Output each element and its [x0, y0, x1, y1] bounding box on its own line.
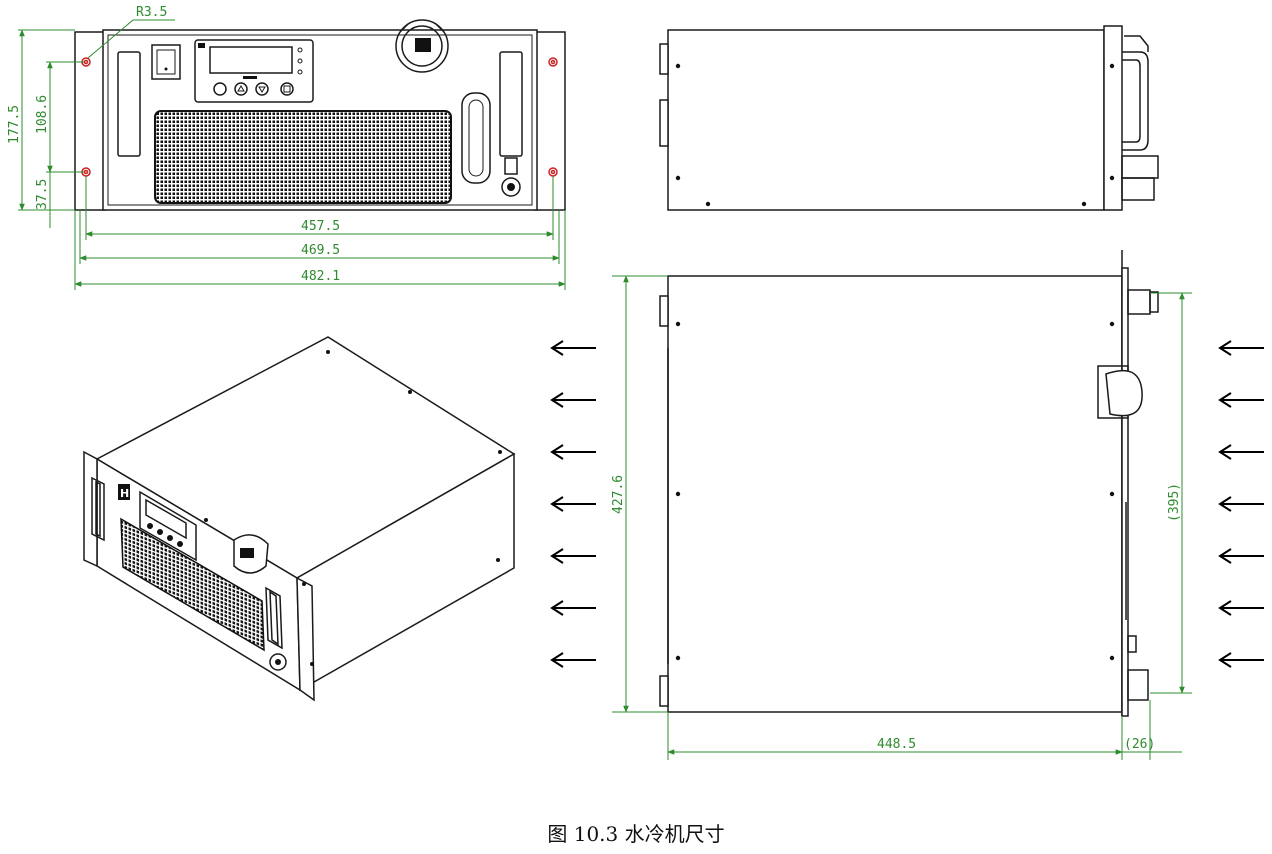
height-label: 177.5 — [7, 105, 22, 144]
controller-panel — [194, 39, 314, 103]
controller-buttons — [213, 82, 294, 96]
airflow-arrow — [550, 392, 596, 408]
airflow-arrow — [550, 548, 596, 564]
depth-label: 427.6 — [611, 475, 626, 514]
radius-label: R3.5 — [136, 5, 167, 20]
handle-slot-left — [117, 51, 141, 157]
width-inner-label: 457.5 — [301, 219, 340, 234]
airflow-arrow — [1218, 652, 1264, 668]
rack-ear-left — [74, 31, 106, 211]
airflow-arrow — [1218, 496, 1264, 512]
figure-caption: 图 10.3 水冷机尺寸 — [547, 822, 725, 846]
handle-slot-right — [499, 51, 523, 157]
isometric-view: H — [83, 336, 516, 702]
lcd-display — [209, 46, 293, 74]
top-view — [659, 250, 1159, 717]
ventilation-grille — [154, 110, 452, 204]
airflow-arrow — [1218, 444, 1264, 460]
drain-valve — [501, 157, 521, 197]
front-view — [74, 19, 566, 211]
iso-grille — [120, 517, 265, 652]
airflow-arrow — [1218, 392, 1264, 408]
airflow-arrow — [550, 444, 596, 460]
inner-span-label: (395) — [1167, 483, 1182, 522]
airflow-arrows-left — [550, 340, 596, 668]
body-length-label: 448.5 — [877, 737, 916, 752]
bottom-offset-label: 37.5 — [35, 179, 50, 210]
airflow-arrow — [550, 652, 596, 668]
width-mid-label: 469.5 — [301, 243, 340, 258]
water-filler-cap — [395, 19, 449, 73]
airflow-arrow — [1218, 340, 1264, 356]
width-outer-label: 482.1 — [301, 269, 340, 284]
airflow-arrow — [1218, 548, 1264, 564]
airflow-arrow — [550, 496, 596, 512]
handle-depth-label: (26) — [1124, 737, 1155, 752]
power-switch — [151, 44, 181, 80]
airflow-arrow — [550, 340, 596, 356]
svg-text:H: H — [120, 487, 129, 500]
hole-spacing-label: 108.6 — [35, 95, 50, 134]
front-dimensions: R3.5 177.5 108.6 37.5 457.5 469.5 482.1 — [7, 5, 566, 290]
airflow-arrows-right — [1218, 340, 1264, 668]
side-view — [659, 25, 1159, 211]
top-dimensions: 427.6 (395) 448.5 (26) — [611, 275, 1192, 760]
airflow-arrow — [550, 600, 596, 616]
airflow-arrow — [1218, 600, 1264, 616]
level-sight-glass — [461, 92, 491, 184]
